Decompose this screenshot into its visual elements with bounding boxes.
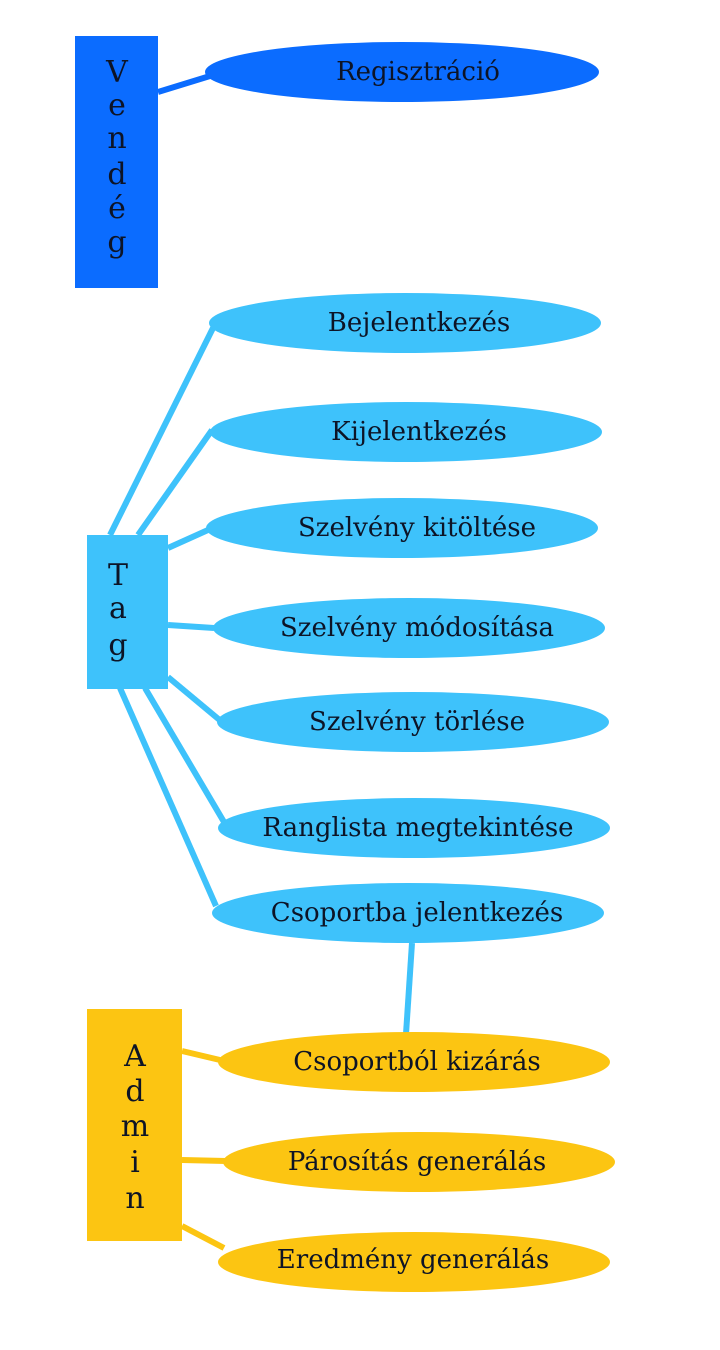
connector-member-logout: [135, 428, 215, 537]
use-case-registration: Regisztráció: [205, 42, 599, 102]
actor-guest-letter: g: [107, 225, 126, 260]
use-case-label: Szelvény kitöltése: [298, 513, 536, 543]
connector-member-modify-ticket: [167, 622, 215, 631]
actor-guest: V e n d é g: [75, 36, 158, 288]
use-case-modify-ticket: Szelvény módosítása: [213, 598, 605, 658]
use-case-login: Bejelentkezés: [209, 293, 601, 353]
use-case-view-ranking: Ranglista megtekintése: [218, 798, 610, 858]
actor-member-letter: g: [108, 628, 127, 663]
use-case-logout: Kijelentkezés: [210, 402, 602, 462]
use-case-delete-ticket: Szelvény törlése: [217, 692, 609, 752]
use-case-label: Bejelentkezés: [328, 308, 510, 338]
use-case-label: Szelvény törlése: [309, 707, 525, 737]
connector-member-join-group: [117, 686, 219, 908]
actor-guest-letter: e: [108, 88, 126, 123]
connector-admin-pairing: [181, 1157, 227, 1164]
use-case-label: Regisztráció: [336, 57, 500, 87]
use-case-label: Ranglista megtekintése: [262, 813, 573, 843]
actor-guest-letter: é: [108, 191, 126, 226]
connector-admin-exclude: [181, 1048, 221, 1063]
actor-admin-letter: i: [130, 1145, 140, 1180]
connector-admin-results: [180, 1223, 226, 1251]
connector-member-view-ranking: [142, 686, 227, 824]
use-case-label: Szelvény módosítása: [280, 613, 554, 643]
actor-admin: A d m i n: [87, 1009, 182, 1241]
connector-member-fill-ticket: [166, 527, 210, 551]
use-case-generate-pairing: Párosítás generálás: [223, 1132, 615, 1192]
use-case-generate-results: Eredmény generálás: [218, 1232, 610, 1292]
connector-member-login: [107, 326, 216, 537]
actor-admin-letter: d: [125, 1074, 144, 1109]
actor-admin-letter: n: [125, 1181, 144, 1216]
use-case-join-group: Csoportba jelentkezés: [212, 883, 604, 943]
actor-member-letter: T: [108, 558, 128, 593]
actor-guest-letter: n: [107, 121, 126, 156]
connectors: [107, 73, 415, 1251]
connector-join-group-exclude: [403, 942, 415, 1035]
use-case-label: Kijelentkezés: [331, 417, 507, 447]
actor-guest-letter: d: [107, 157, 126, 192]
actor-guest-letter: V: [105, 55, 129, 90]
actor-admin-letter: A: [123, 1039, 146, 1074]
connector-member-delete-ticket: [166, 674, 224, 725]
use-case-exclude-from-group: Csoportból kizárás: [218, 1032, 610, 1092]
use-case-label: Csoportba jelentkezés: [271, 898, 563, 928]
connector-guest-registration: [157, 73, 211, 95]
actor-member: T a g: [87, 535, 168, 689]
use-case-label: Párosítás generálás: [288, 1147, 546, 1177]
actor-member-letter: a: [109, 591, 127, 626]
use-case-label: Eredmény generálás: [277, 1245, 549, 1275]
use-case-label: Csoportból kizárás: [293, 1047, 540, 1077]
actor-admin-letter: m: [121, 1109, 149, 1144]
use-case-fill-ticket: Szelvény kitöltése: [206, 498, 598, 558]
